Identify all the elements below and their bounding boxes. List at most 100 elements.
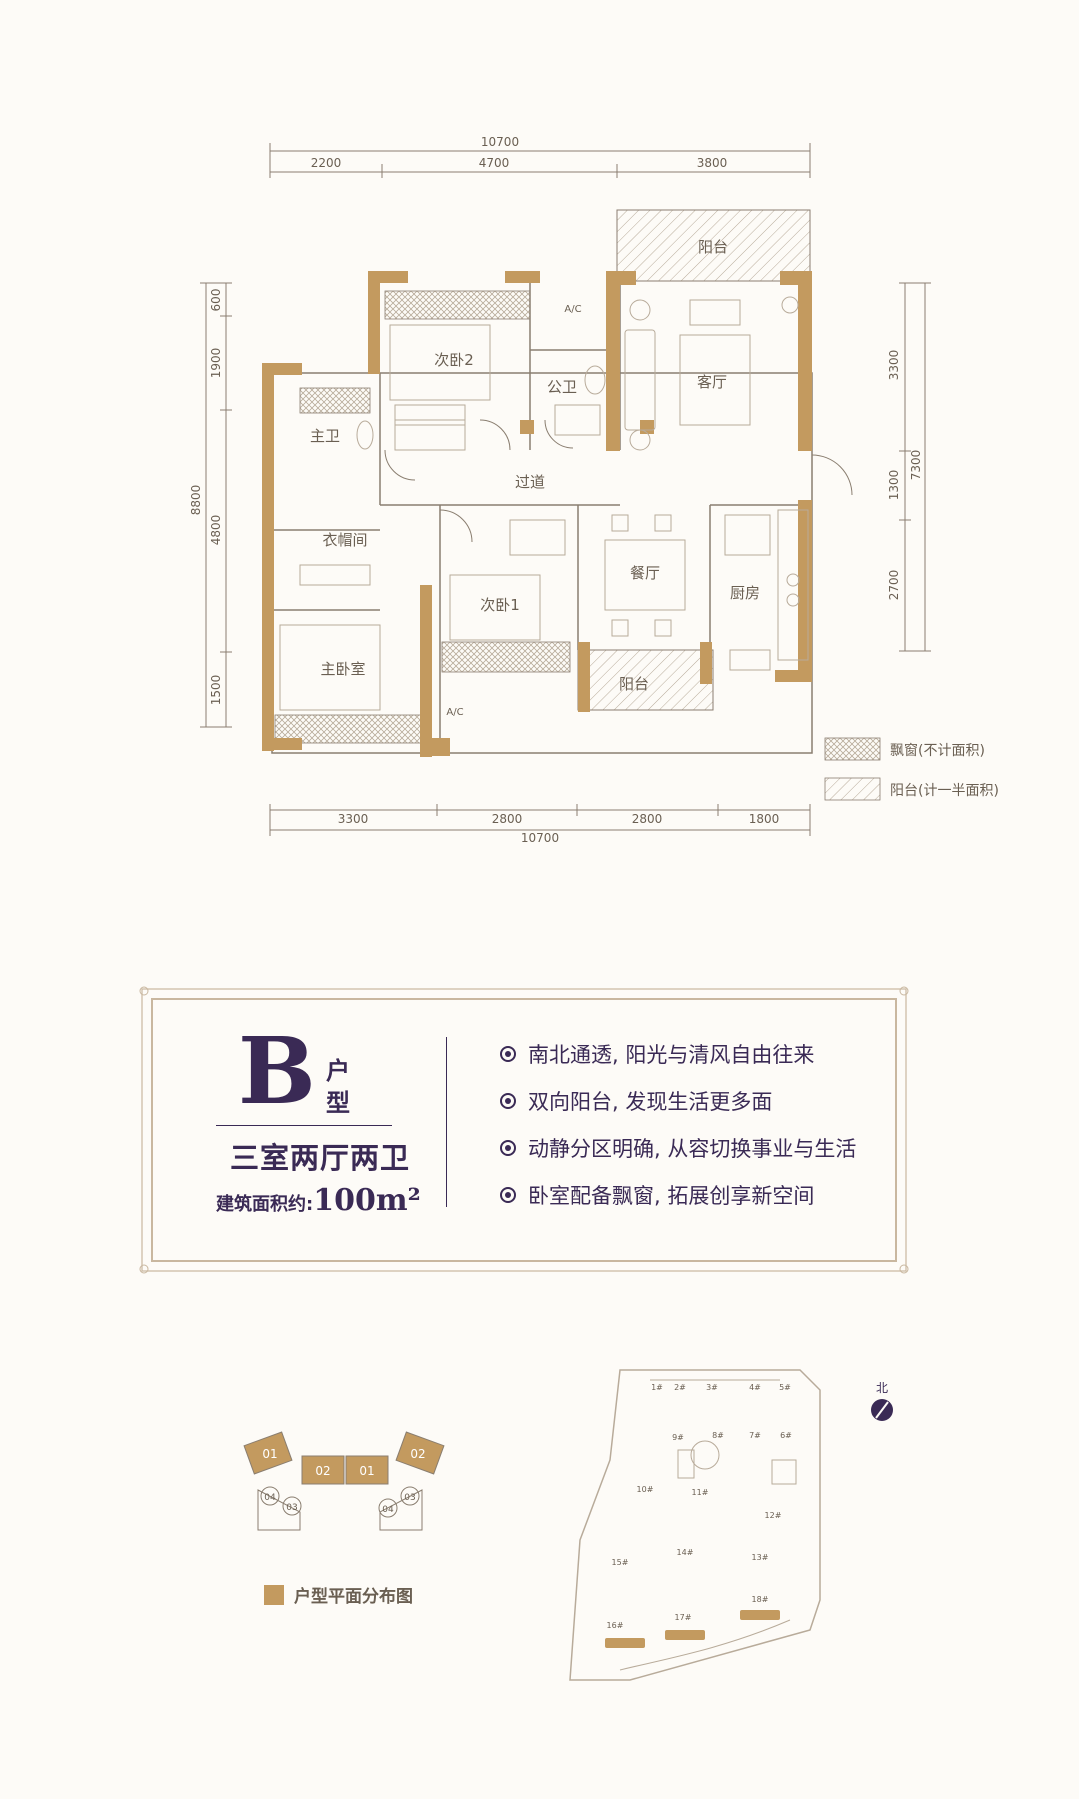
dist-label-8: 03 xyxy=(404,1493,415,1503)
building-label: 3# xyxy=(706,1383,718,1392)
room-label-master-bath: 主卫 xyxy=(310,427,340,445)
dist-label-2: 02 xyxy=(315,1464,330,1478)
title-divider xyxy=(216,1125,392,1126)
building-label: 2# xyxy=(674,1383,686,1392)
dim-bottom-seg-3: 2800 xyxy=(632,812,663,826)
dist-label-4: 02 xyxy=(410,1447,425,1461)
unit-layout: 三室两厅两卫 xyxy=(229,1141,410,1175)
building-label: 1# xyxy=(651,1383,663,1392)
building-label: 14# xyxy=(677,1548,694,1557)
feature-item: 卧室配备飘窗, 拓展创享新空间 xyxy=(500,1171,856,1218)
dist-label-6: 03 xyxy=(286,1503,297,1513)
building-label: 18# xyxy=(752,1595,769,1604)
unit-info-panel: B 户型 三室两厅两卫 建筑面积约:100m² 南北通透, 阳光与清风自由往来 … xyxy=(138,985,910,1275)
area-value: 100m² xyxy=(313,1183,421,1218)
room-label-walk-in-closet: 衣帽间 xyxy=(322,531,367,549)
floor-plan: 10700 2200 4700 3800 3300 2800 2800 1800… xyxy=(189,135,999,845)
dist-unit-04-right xyxy=(378,1498,398,1518)
ornate-frame xyxy=(139,986,909,1274)
interior-walls xyxy=(271,283,813,754)
area-label: 建筑面积约: xyxy=(216,1194,314,1215)
dist-unit-02-right xyxy=(395,1431,445,1475)
dim-top-total: 10700 xyxy=(481,135,519,149)
dim-top-seg-2: 4700 xyxy=(479,156,510,170)
dim-bottom-seg-1: 3300 xyxy=(338,812,369,826)
building-label: 5# xyxy=(779,1383,791,1392)
top-dimensions xyxy=(269,143,811,178)
bay-window-bedroom1 xyxy=(441,641,571,673)
dim-right-total: 7300 xyxy=(909,450,923,481)
dist-label-5: 04 xyxy=(264,1493,276,1503)
building-label: 6# xyxy=(780,1431,792,1440)
unit-type-letter: B xyxy=(238,1017,316,1125)
dist-unit-03-right xyxy=(400,1486,420,1506)
site-plan: 1# 2# 3# 4# 5# 6# 7# 8# 9# 10# 11# 12# 1… xyxy=(569,1369,893,1681)
bullet-icon xyxy=(500,1139,516,1156)
dim-left-total: 8800 xyxy=(189,485,203,516)
room-label-kitchen: 厨房 xyxy=(730,584,760,602)
unit-type-suffix: 户型 xyxy=(326,1057,350,1117)
room-label-master-bedroom: 主卧室 xyxy=(320,660,365,678)
building-label: 7# xyxy=(749,1431,761,1440)
distribution-label: 户型平面分布图 xyxy=(294,1587,413,1607)
room-label-balcony-bottom: 阳台 xyxy=(619,675,649,693)
dim-right-seg-2: 1300 xyxy=(887,470,901,501)
room-label-dining-room: 餐厅 xyxy=(630,564,660,582)
distribution-swatch xyxy=(264,1584,284,1605)
bay-window-master-bath xyxy=(299,387,371,414)
dim-bottom-seg-2: 2800 xyxy=(492,812,523,826)
dim-bottom-seg-4: 1800 xyxy=(749,812,780,826)
building-label: 11# xyxy=(692,1488,709,1497)
room-label-ac-bottom: A/C xyxy=(446,707,463,718)
dim-right-seg-1: 3300 xyxy=(887,350,901,381)
unit-area: 建筑面积约:100m² xyxy=(216,1183,421,1218)
room-label-living-room: 客厅 xyxy=(697,373,727,391)
dim-left-seg-2: 1900 xyxy=(209,348,223,379)
building-label: 15# xyxy=(612,1558,629,1567)
site-buildings: 1# 2# 3# 4# 5# 6# 7# 8# 9# 10# 11# 12# 1… xyxy=(607,1383,793,1630)
legend-bay-window-label: 飘窗(不计面积) xyxy=(890,742,985,759)
dist-unit-04-left xyxy=(260,1486,280,1506)
building-label: 13# xyxy=(752,1553,769,1562)
dim-left-seg-1: 600 xyxy=(209,289,223,312)
dist-label-1: 01 xyxy=(262,1447,277,1461)
building-label: 17# xyxy=(675,1613,692,1622)
bullet-icon xyxy=(500,1092,516,1109)
building-label: 10# xyxy=(637,1485,654,1494)
dim-right-seg-3: 2700 xyxy=(887,570,901,601)
room-label-balcony-top: 阳台 xyxy=(698,238,728,256)
bottom-dimensions xyxy=(269,804,811,836)
feature-item: 双向阳台, 发现生活更多面 xyxy=(500,1077,856,1124)
distribution-legend: 户型平面分布图 xyxy=(264,1582,413,1607)
dining-furniture xyxy=(604,514,686,637)
north-label: 北 xyxy=(876,1381,888,1395)
feature-list: 南北通透, 阳光与清风自由往来 双向阳台, 发现生活更多面 动静分区明确, 从容… xyxy=(500,1030,856,1218)
legend-balcony-label: 阳台(计一半面积) xyxy=(890,783,999,799)
dim-top-seg-3: 3800 xyxy=(697,156,728,170)
balcony-top-area xyxy=(616,209,811,282)
room-label-corridor: 过道 xyxy=(515,473,545,491)
feature-item: 南北通透, 阳光与清风自由往来 xyxy=(500,1030,856,1077)
dim-bottom-total: 10700 xyxy=(521,831,559,845)
section-divider xyxy=(446,1037,447,1207)
right-dimensions xyxy=(899,282,931,652)
bay-window-bedroom2 xyxy=(384,290,531,320)
building-label: 4# xyxy=(749,1383,761,1392)
dim-left-seg-4: 1500 xyxy=(209,675,223,706)
room-label-public-bath: 公卫 xyxy=(547,378,577,396)
bullet-icon xyxy=(500,1045,516,1062)
room-label-bedroom2: 次卧2 xyxy=(434,351,474,369)
building-label: 16# xyxy=(607,1621,624,1630)
building-label: 9# xyxy=(672,1433,684,1442)
bedroom-furniture xyxy=(279,324,606,711)
dist-label-3: 01 xyxy=(359,1464,374,1478)
door-arcs xyxy=(384,419,853,543)
room-label-ac-top: A/C xyxy=(564,304,581,315)
structural-walls xyxy=(262,271,812,757)
building-label: 12# xyxy=(765,1511,782,1520)
left-dimensions xyxy=(200,282,232,728)
room-label-bedroom1: 次卧1 xyxy=(480,596,520,614)
site-boundary xyxy=(569,1369,821,1681)
legend-bay-window-swatch xyxy=(824,737,881,761)
legend-balcony-swatch xyxy=(824,777,881,801)
